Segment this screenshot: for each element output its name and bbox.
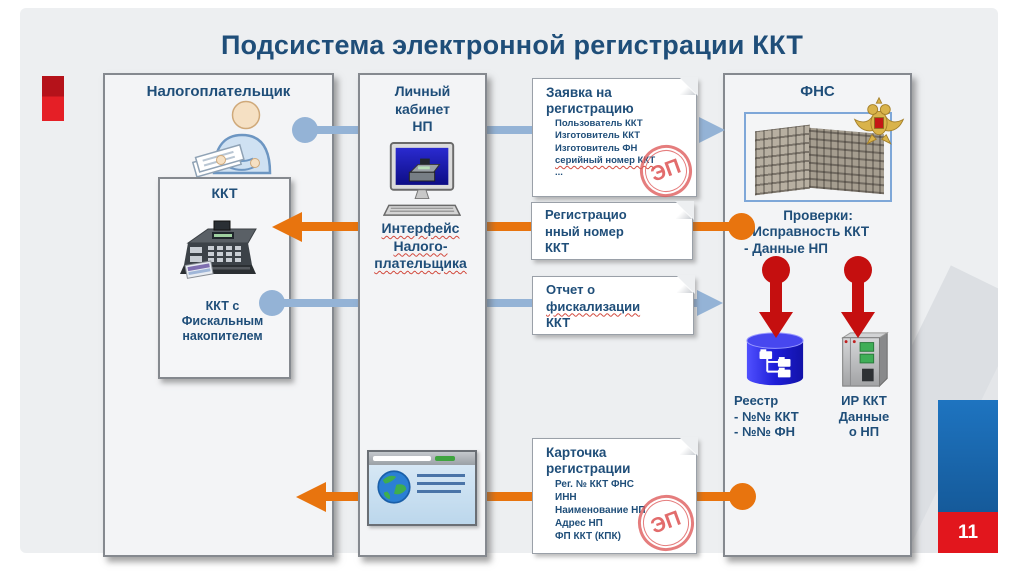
- taxpayer-box-title: Налогоплательщик: [146, 83, 291, 100]
- flow2-left-arrow: [272, 212, 302, 242]
- browser-text-line: [417, 474, 465, 477]
- globe-icon: [377, 470, 411, 504]
- ir-kkt-label: ИР ККТ Данные о НП: [838, 393, 890, 440]
- red-accent-bar: [42, 76, 64, 121]
- check-down-arrow: [759, 312, 793, 338]
- flow4-left-arrow: [296, 482, 326, 512]
- doc-application: Заявка на регистрацию Пользователь ККТ И…: [532, 77, 700, 205]
- kkt-box-title: ККТ: [211, 185, 238, 201]
- check-down-arrow: [841, 312, 875, 338]
- computer-with-kkt-icon: [383, 142, 461, 216]
- fns-box-title: ФНС: [800, 83, 835, 100]
- check-arrow-stem: [852, 268, 864, 314]
- page-number-badge: 11: [938, 512, 998, 553]
- flow1-right-arrow: [699, 117, 725, 143]
- registry-label: Реестр - №№ ККТ - №№ ФН: [734, 393, 799, 440]
- browser-text-line: [417, 482, 465, 485]
- doc-registration-card: Карточка регистрации Рег. № ККТ ФНС ИНН …: [532, 437, 702, 559]
- ir-kkt-server-icon: [840, 332, 889, 388]
- browser-text-line: [417, 490, 461, 493]
- page-bar-blue: [938, 400, 998, 512]
- kkt-box: ККТ: [158, 177, 291, 379]
- kkt-caption: ККТ с Фискальным накопителем: [181, 299, 264, 343]
- browser-progress: [435, 456, 455, 461]
- fns-box: ФНС Проверки: - Исправность ККТ - Данные…: [723, 73, 912, 557]
- flow1-line: [300, 126, 697, 134]
- web-browser-icon: [367, 450, 477, 526]
- doc-registration-number: Регистрацио нный номер ККТ: [531, 201, 694, 260]
- cash-register-icon: [180, 220, 257, 279]
- person-with-documents-icon: [192, 100, 272, 177]
- page-number: 11: [957, 521, 979, 543]
- doc-registration-card-title: Карточка регистрации: [546, 445, 631, 476]
- browser-address-bar: [373, 456, 431, 461]
- flow3-right-arrow: [697, 290, 723, 316]
- doc-application-title: Заявка на регистрацию: [546, 85, 634, 116]
- slide-title: Подсистема электронной регистрации ККТ: [220, 30, 804, 60]
- cabinet-title: Личный кабинет НП: [394, 83, 451, 134]
- building-facade: [754, 124, 810, 195]
- russia-coat-of-arms-icon: [853, 96, 905, 145]
- fns-checks: Проверки: - Исправность ККТ - Данные НП: [744, 208, 870, 256]
- flow2-line: [300, 222, 740, 231]
- taxpayer-box: Налогоплательщик ККТ: [103, 73, 334, 557]
- cabinet-interface-label: Интерфейс Налого- плательщика: [374, 220, 467, 271]
- browser-toolbar: [369, 452, 475, 465]
- check-arrow-stem: [770, 268, 782, 314]
- doc-fiscalization-report: Отчет о фискализации ККТ: [532, 275, 695, 335]
- registry-database-icon: [746, 332, 804, 386]
